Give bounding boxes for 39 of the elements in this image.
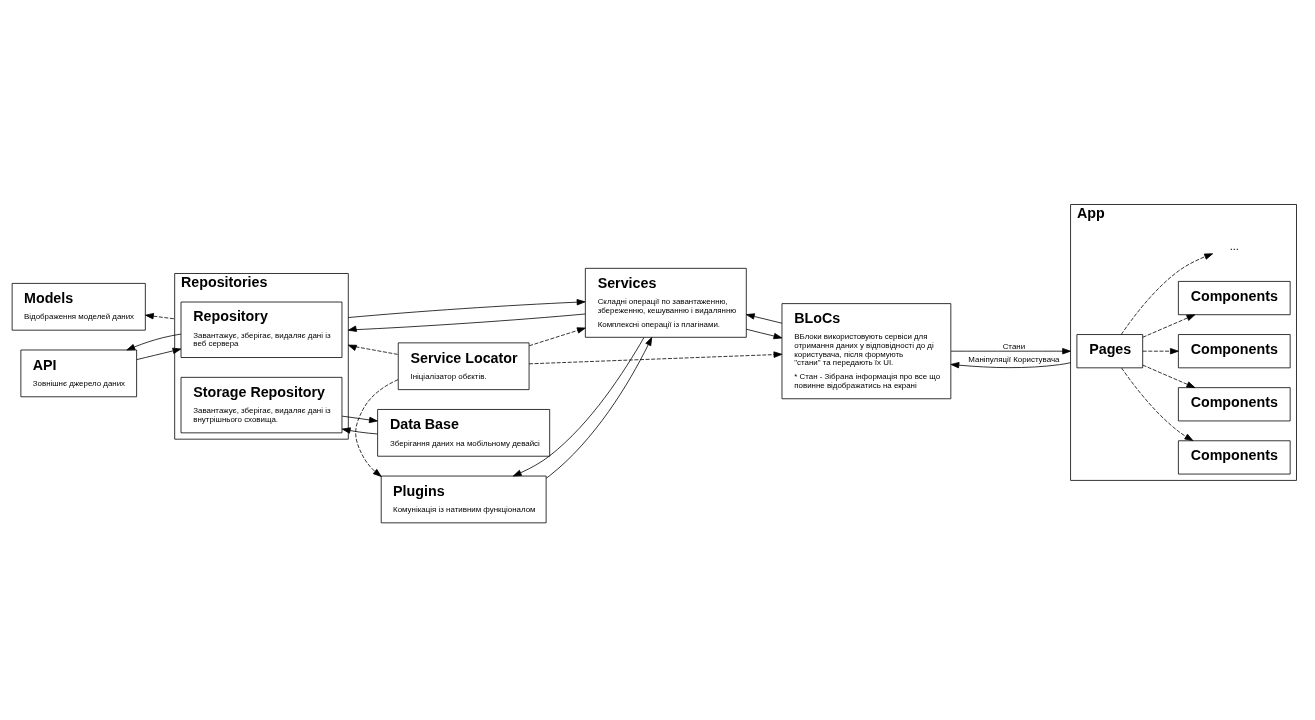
node-box: Data Base Зберігання даних на мобільному девайсі <box>377 408 551 457</box>
node-box: Models Відображення моделей даних <box>11 282 146 331</box>
node-box: Repository Завантажує, зберігає, видаляє дані із веб сервера <box>180 301 343 358</box>
arrow <box>126 333 182 350</box>
arrow <box>145 312 176 319</box>
node-box: Services Складні операції по завантаженню, збереженню, кешуванню і видалянню Комплексні операції із плагінами. <box>584 267 747 338</box>
arrow <box>341 426 378 434</box>
node-text: ... <box>1229 239 1239 252</box>
edge-label: Стани <box>1002 341 1026 351</box>
node-box: Storage Repository Завантажує, зберігає, видаляє дані із внутрішнього сховища. <box>180 376 343 433</box>
arrow <box>1120 252 1214 335</box>
arrow <box>1142 347 1179 354</box>
arrow <box>347 313 586 332</box>
arrow <box>950 361 1071 368</box>
arrow <box>1142 364 1196 388</box>
node-box: BLoCs ВБлоки використовують сервіси для отримання даних у відповідності до ді користувача, після формують "стани" та передають їх UI. * Стан - Зібрана інформація про все що повинне відображатись на екрані <box>781 302 952 399</box>
node-box: Components <box>1178 280 1291 315</box>
edge-label: Маніпуляції Користувача <box>968 354 1060 364</box>
arrow <box>528 350 783 364</box>
arrow <box>746 328 783 339</box>
arrow <box>512 336 645 476</box>
node-box: Service Locator Ініціалізатор обєктів. <box>397 341 530 390</box>
arrow <box>950 347 1071 354</box>
arrow <box>528 326 586 346</box>
node-box: Components <box>1178 439 1291 474</box>
arrow <box>341 415 378 423</box>
arrow <box>136 347 182 360</box>
arrow <box>1142 313 1196 338</box>
arrow <box>746 312 783 324</box>
arrow <box>545 336 653 479</box>
node-box: Plugins Комунікація із нативним функціоналом <box>380 475 547 523</box>
arrow <box>355 378 399 477</box>
node-box: API Зовнішнє джерело даних <box>20 349 137 397</box>
node-box: Components <box>1178 333 1291 368</box>
node-box: Components <box>1178 386 1291 421</box>
node-box: Pages <box>1076 333 1144 368</box>
arrow <box>347 298 586 318</box>
arrow <box>1121 367 1194 441</box>
arrow <box>347 344 399 355</box>
